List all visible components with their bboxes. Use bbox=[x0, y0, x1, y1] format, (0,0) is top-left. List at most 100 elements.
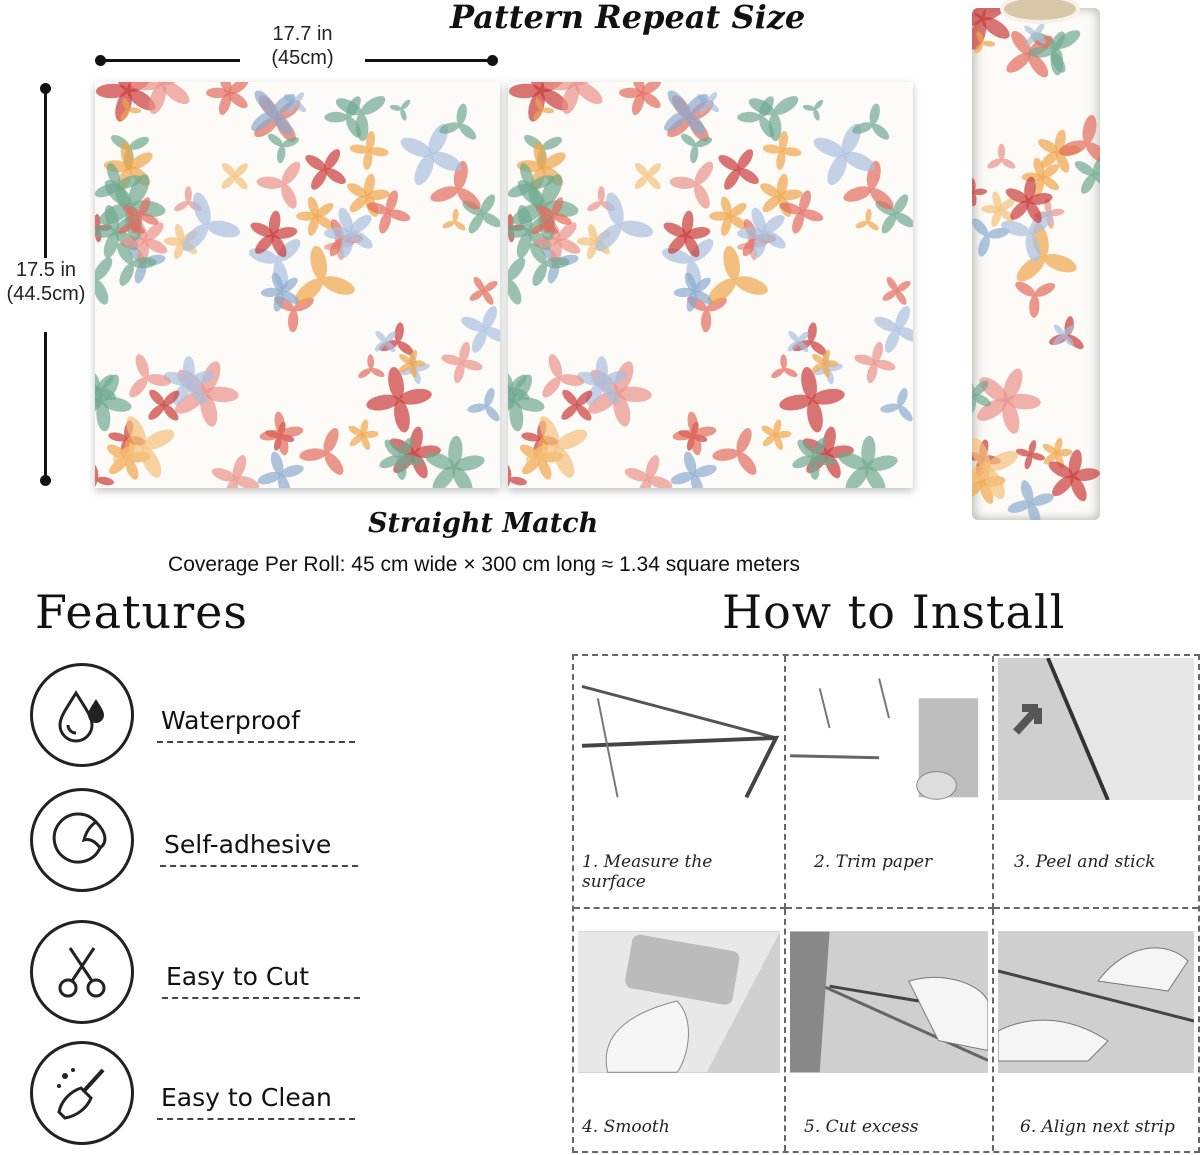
install-step-2: 2. Trim paper bbox=[786, 656, 994, 909]
flower-mark bbox=[251, 90, 296, 135]
flower-mark bbox=[358, 354, 385, 379]
flower-mark bbox=[670, 451, 717, 488]
flower-mark bbox=[707, 245, 768, 304]
flower-mark bbox=[669, 161, 714, 209]
trim-illustration bbox=[789, 658, 988, 800]
flower-mark bbox=[533, 98, 555, 121]
flower-mark bbox=[542, 354, 585, 398]
install-step-4: 4. Smooth bbox=[574, 909, 786, 1151]
flower-mark bbox=[787, 330, 809, 353]
flower-mark bbox=[508, 257, 526, 305]
flower-mark bbox=[296, 196, 334, 236]
coverage-text: Coverage Per Roll: 45 cm wide × 300 cm l… bbox=[168, 553, 800, 576]
feature-label: Easy to Cut bbox=[162, 962, 360, 999]
flower-mark bbox=[205, 82, 249, 115]
width-inches: 17.7 in bbox=[272, 23, 333, 45]
flower-mark bbox=[442, 208, 466, 231]
flower-mark bbox=[718, 149, 759, 190]
flower-mark bbox=[294, 245, 355, 304]
flower-mark bbox=[526, 416, 588, 478]
flower-mark bbox=[709, 196, 747, 236]
flower-mark bbox=[508, 162, 555, 210]
flower-mark bbox=[972, 376, 991, 416]
flower-mark bbox=[779, 190, 824, 234]
flower-mark bbox=[347, 173, 390, 217]
flower-mark bbox=[880, 387, 913, 422]
flower-mark bbox=[852, 103, 890, 140]
flower-mark bbox=[634, 162, 661, 190]
flower-mark bbox=[680, 133, 713, 164]
flower-mark bbox=[981, 191, 1016, 227]
flower-mark bbox=[366, 190, 411, 234]
step-label: 5. Cut excess bbox=[804, 1117, 919, 1137]
roll-core bbox=[1000, 0, 1080, 24]
flower-mark bbox=[250, 210, 298, 258]
flower-mark bbox=[1048, 449, 1100, 502]
flower-mark bbox=[274, 296, 314, 333]
flower-mark bbox=[972, 218, 1010, 257]
floral-pattern-panel-left bbox=[95, 82, 500, 488]
flower-mark bbox=[882, 276, 911, 305]
flower-mark bbox=[256, 161, 301, 209]
flower-mark bbox=[130, 82, 190, 115]
install-title: How to Install bbox=[722, 585, 1066, 639]
flower-mark bbox=[972, 437, 1019, 499]
flower-mark bbox=[543, 82, 603, 115]
flower-mark bbox=[113, 416, 175, 478]
flower-mark bbox=[257, 451, 304, 488]
flower-mark bbox=[1021, 157, 1059, 197]
width-cm: (45cm) bbox=[271, 47, 334, 69]
flower-mark bbox=[761, 419, 792, 451]
flower-mark bbox=[1005, 176, 1053, 224]
flower-mark bbox=[425, 435, 485, 488]
install-step-5: 5. Cut excess bbox=[786, 909, 994, 1151]
height-inches: 17.5 in bbox=[15, 259, 77, 281]
flower-mark bbox=[469, 276, 498, 305]
flower-mark bbox=[762, 131, 802, 170]
floral-pattern-panel-right bbox=[508, 82, 913, 488]
step-label: 3. Peel and stick bbox=[1014, 852, 1156, 872]
flower-mark bbox=[811, 349, 839, 378]
water-drops-icon bbox=[30, 663, 134, 767]
flower-mark bbox=[324, 96, 362, 138]
flower-mark bbox=[211, 455, 260, 488]
flower-mark bbox=[535, 197, 572, 234]
width-dimension-line bbox=[100, 59, 240, 62]
flower-mark bbox=[712, 428, 757, 475]
flower-mark bbox=[467, 387, 500, 422]
flower-mark bbox=[508, 462, 527, 488]
install-steps-grid: 1. Measure the surface 2. Trim paper 3. … bbox=[572, 654, 1200, 1153]
flower-mark bbox=[122, 197, 159, 234]
flower-mark bbox=[305, 149, 346, 190]
flower-mark bbox=[349, 131, 389, 170]
flower-mark bbox=[618, 82, 662, 115]
features-title: Features bbox=[35, 585, 248, 639]
flower-mark bbox=[120, 98, 142, 121]
peel-sticker-icon bbox=[30, 788, 134, 892]
flower-mark bbox=[1001, 211, 1053, 263]
wallpaper-roll bbox=[972, 8, 1100, 520]
flower-mark bbox=[1059, 114, 1100, 164]
install-step-6: 6. Align next strip bbox=[994, 909, 1198, 1151]
flower-mark bbox=[116, 242, 157, 286]
flower-mark bbox=[379, 437, 423, 480]
scissors-icon bbox=[30, 920, 134, 1024]
flower-mark bbox=[664, 90, 709, 135]
step-label: 1. Measure the surface bbox=[582, 852, 713, 892]
peel-stick-illustration bbox=[998, 657, 1194, 801]
flower-mark bbox=[1053, 324, 1075, 346]
flower-mark bbox=[439, 103, 477, 140]
flower-mark bbox=[324, 207, 373, 258]
flower-mark bbox=[1007, 480, 1054, 520]
flower-mark bbox=[987, 143, 1016, 169]
step-label: 6. Align next strip bbox=[1020, 1117, 1175, 1137]
flower-mark bbox=[595, 192, 654, 252]
flower-mark bbox=[624, 455, 673, 488]
flower-mark bbox=[389, 99, 411, 121]
height-cm: (44.5cm) bbox=[6, 283, 86, 305]
dimension-endpoint bbox=[40, 475, 51, 486]
flower-mark bbox=[792, 437, 836, 480]
flower-mark bbox=[260, 272, 300, 312]
measure-illustration bbox=[578, 658, 780, 800]
